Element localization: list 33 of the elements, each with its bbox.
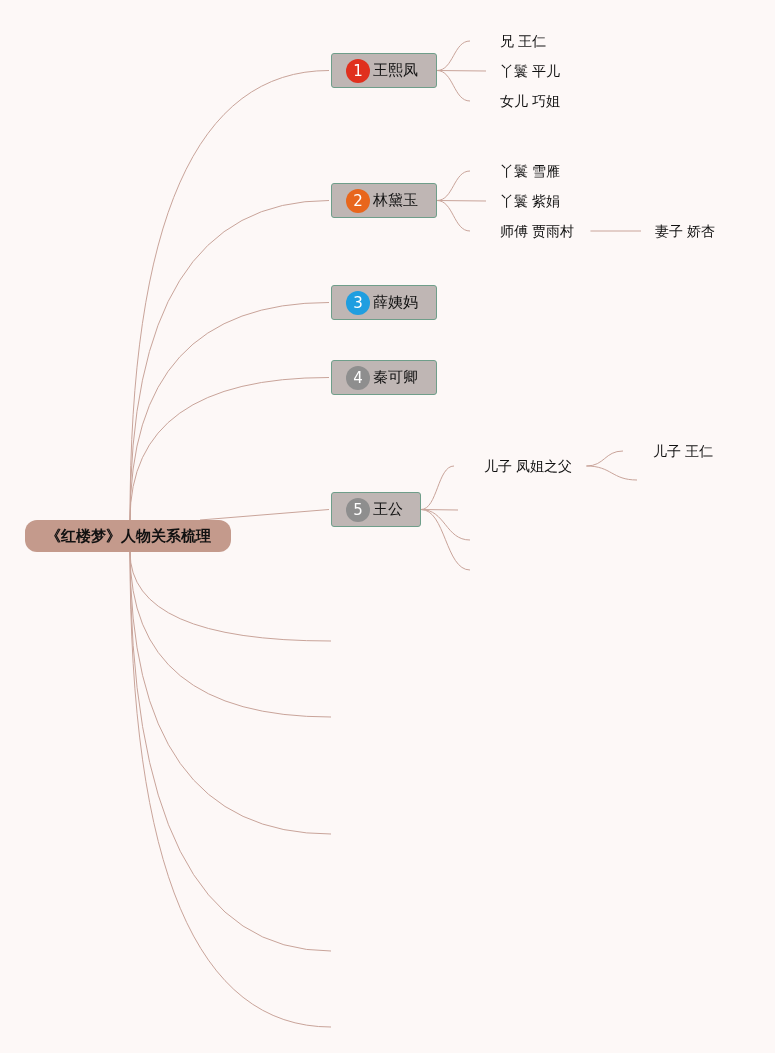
topic-label: 秦可卿	[373, 368, 418, 387]
connector-line	[199, 509, 330, 521]
number-badge: 2	[346, 188, 370, 213]
connector-line	[436, 70, 471, 102]
subtopic-label: 兄 王仁	[500, 32, 547, 50]
subtopic-label: 女儿 巧姐	[500, 92, 561, 110]
subtopic-label: 丫鬟 雪雁	[500, 162, 561, 180]
topic-label: 王公	[373, 500, 403, 519]
topic-label: 林黛玉	[373, 191, 418, 210]
subtopic-label: 丫鬟 紫娟	[500, 192, 561, 210]
connector-line	[129, 377, 330, 521]
topic-box	[331, 360, 437, 395]
topic-label: 王熙凤	[373, 61, 418, 80]
topic-box	[331, 53, 437, 88]
subtopic-label: 师傅 贾雨村	[500, 222, 575, 240]
connector-line	[420, 509, 471, 571]
subtopic-label: 丫鬟 平儿	[500, 62, 561, 80]
number-badge: 4	[346, 365, 370, 390]
connector-line	[420, 465, 455, 510]
topic-box	[331, 492, 421, 527]
subtopic-label: 儿子 凤姐之父	[484, 457, 573, 475]
topic-box	[331, 183, 437, 218]
connector-line	[436, 200, 471, 232]
subtopic-label: 儿子 王仁	[653, 442, 714, 460]
number-badge: 1	[346, 58, 370, 83]
central-topic: 《红楼梦》人物关系梳理	[25, 520, 231, 552]
subtopic-label: 妻子 娇杏	[655, 222, 716, 240]
topic-label: 薛姨妈	[373, 293, 418, 312]
number-badge: 5	[346, 497, 370, 522]
connector-line	[589, 230, 642, 232]
topic-box	[331, 285, 437, 320]
connector-line	[585, 465, 638, 481]
number-badge: 3	[346, 290, 370, 315]
